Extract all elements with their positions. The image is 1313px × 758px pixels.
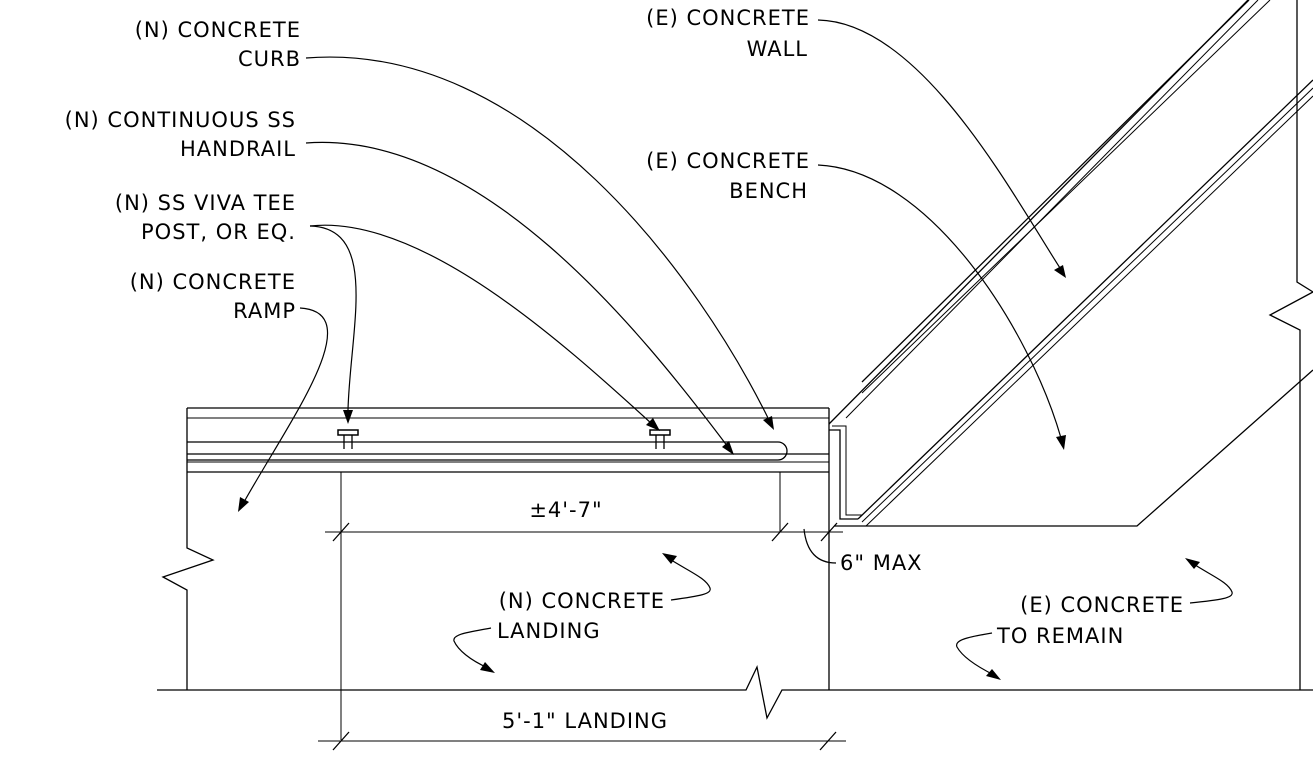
- dim-rail-span-text: ±4'-7": [529, 498, 602, 522]
- label-existing-bench: (E) CONCRETE BENCH: [646, 149, 810, 203]
- label-existing-wall-line1: (E) CONCRETE: [646, 6, 810, 30]
- label-existing-wall: (E) CONCRETE WALL: [646, 6, 810, 61]
- label-ramp: (N) CONCRETE RAMP: [130, 270, 296, 323]
- label-post-line2: POST, OR EQ.: [141, 220, 296, 244]
- label-new-curb-line1: (N) CONCRETE: [135, 18, 301, 42]
- existing-wall: [828, 0, 1313, 690]
- label-handrail: (N) CONTINUOUS SS HANDRAIL: [65, 108, 296, 161]
- label-remain-line1: (E) CONCRETE: [1020, 593, 1184, 617]
- label-landing: (N) CONCRETE LANDING: [497, 589, 665, 643]
- dim-landing-length: [318, 731, 846, 751]
- label-post: (N) SS VIVA TEE POST, OR EQ.: [115, 191, 296, 244]
- label-post-line1: (N) SS VIVA TEE: [115, 191, 296, 215]
- label-existing-wall-line2: WALL: [747, 37, 808, 61]
- label-handrail-line1: (N) CONTINUOUS SS: [65, 108, 296, 132]
- label-ramp-line1: (N) CONCRETE: [130, 270, 296, 294]
- dim-rail-span: [325, 522, 843, 542]
- label-landing-line2: LANDING: [497, 619, 601, 643]
- label-remain-line2: TO REMAIN: [996, 624, 1124, 648]
- label-ramp-line2: RAMP: [233, 299, 296, 323]
- label-new-curb: (N) CONCRETE CURB: [135, 18, 301, 71]
- label-new-curb-line2: CURB: [238, 47, 301, 71]
- label-landing-line1: (N) CONCRETE: [499, 589, 665, 613]
- leader-max-gap: [803, 528, 837, 564]
- label-handrail-line2: HANDRAIL: [180, 137, 296, 161]
- post-left: [337, 429, 359, 449]
- label-existing-bench-line2: BENCH: [729, 179, 808, 203]
- dim-max-gap-text: 6" MAX: [840, 551, 923, 575]
- post-right: [649, 429, 671, 449]
- leaders: [238, 19, 1233, 680]
- dim-landing-length-text: 5'-1" LANDING: [502, 709, 668, 733]
- label-remain: (E) CONCRETE TO REMAIN: [996, 593, 1184, 648]
- ground-line: [157, 664, 1313, 720]
- handrail: [187, 441, 788, 461]
- label-existing-bench-line1: (E) CONCRETE: [646, 149, 810, 173]
